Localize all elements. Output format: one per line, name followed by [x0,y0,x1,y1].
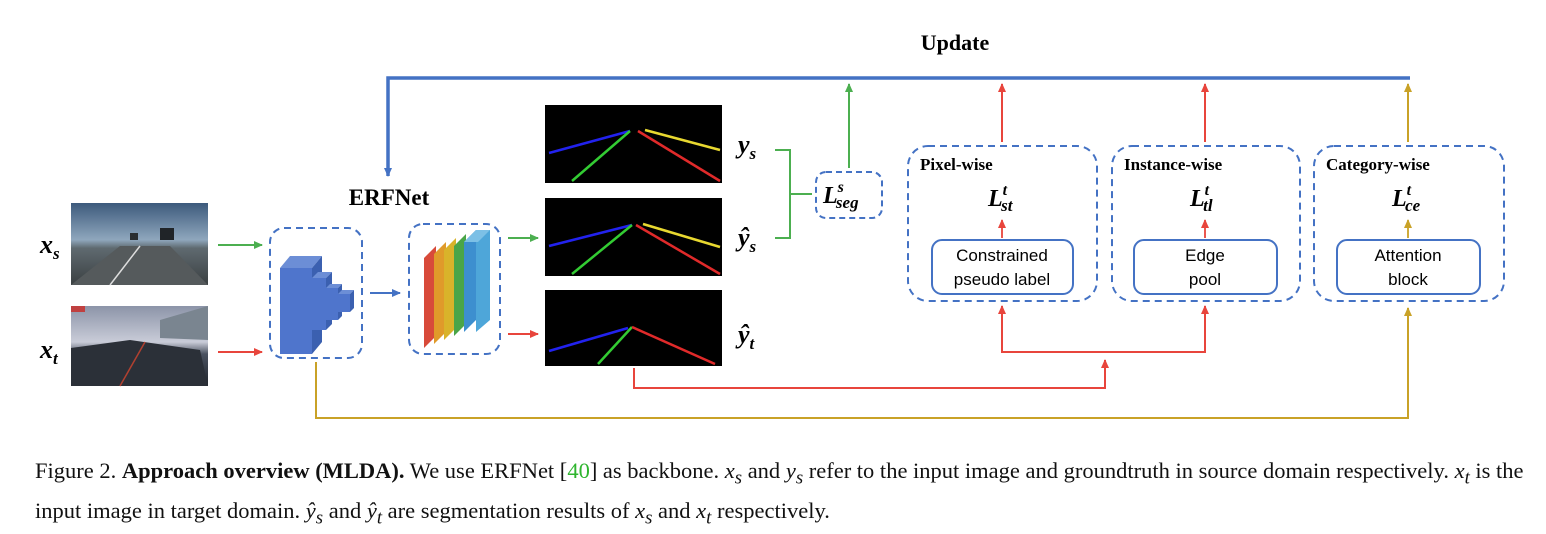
svg-text:Constrained: Constrained [956,246,1048,265]
output-ys-hat-label: ŷs [735,223,757,256]
target-feedback-lines [633,305,1209,389]
output-ys-label: ys [735,130,757,163]
output-yt-hat-label: ŷt [735,320,756,353]
update-label: Update [921,30,990,55]
encoder-box [269,227,363,359]
figure-caption: Figure 2. Approach overview (MLDA). We u… [35,458,1524,528]
seg-yt-hat-image [545,290,722,366]
module-category-title: Category-wise [1326,155,1430,174]
seg-ys-image [545,105,722,183]
module-instance-title: Instance-wise [1124,155,1223,174]
citation-link[interactable]: 40 [567,458,590,483]
seg-ys-hat-image [545,198,722,276]
svg-text:Edge: Edge [1185,246,1225,265]
erfnet-label: ERFNet [349,185,430,210]
module-pixel-title: Pixel-wise [920,155,993,174]
svg-text:pool: pool [1189,270,1221,289]
update-line [384,76,1410,177]
mlda-diagram: Update xs xt ERFNet [39,30,1505,419]
svg-text:pseudo label: pseudo label [954,270,1050,289]
encoder-icon [280,256,354,354]
decoder-box [408,223,501,355]
source-image [71,203,208,286]
attention-block [1336,239,1481,295]
seg-loss-box [815,171,883,219]
svg-text:block: block [1388,270,1428,289]
input-xs-label: xs [39,230,60,263]
encoder-feature-line [315,307,1412,419]
edge-pool-block [1133,239,1278,295]
svg-text:Attention: Attention [1374,246,1441,265]
target-image [71,306,208,387]
constrained-pseudo-label-block [931,239,1074,295]
decoder-icon [424,230,490,348]
input-xt-label: xt [39,335,59,368]
